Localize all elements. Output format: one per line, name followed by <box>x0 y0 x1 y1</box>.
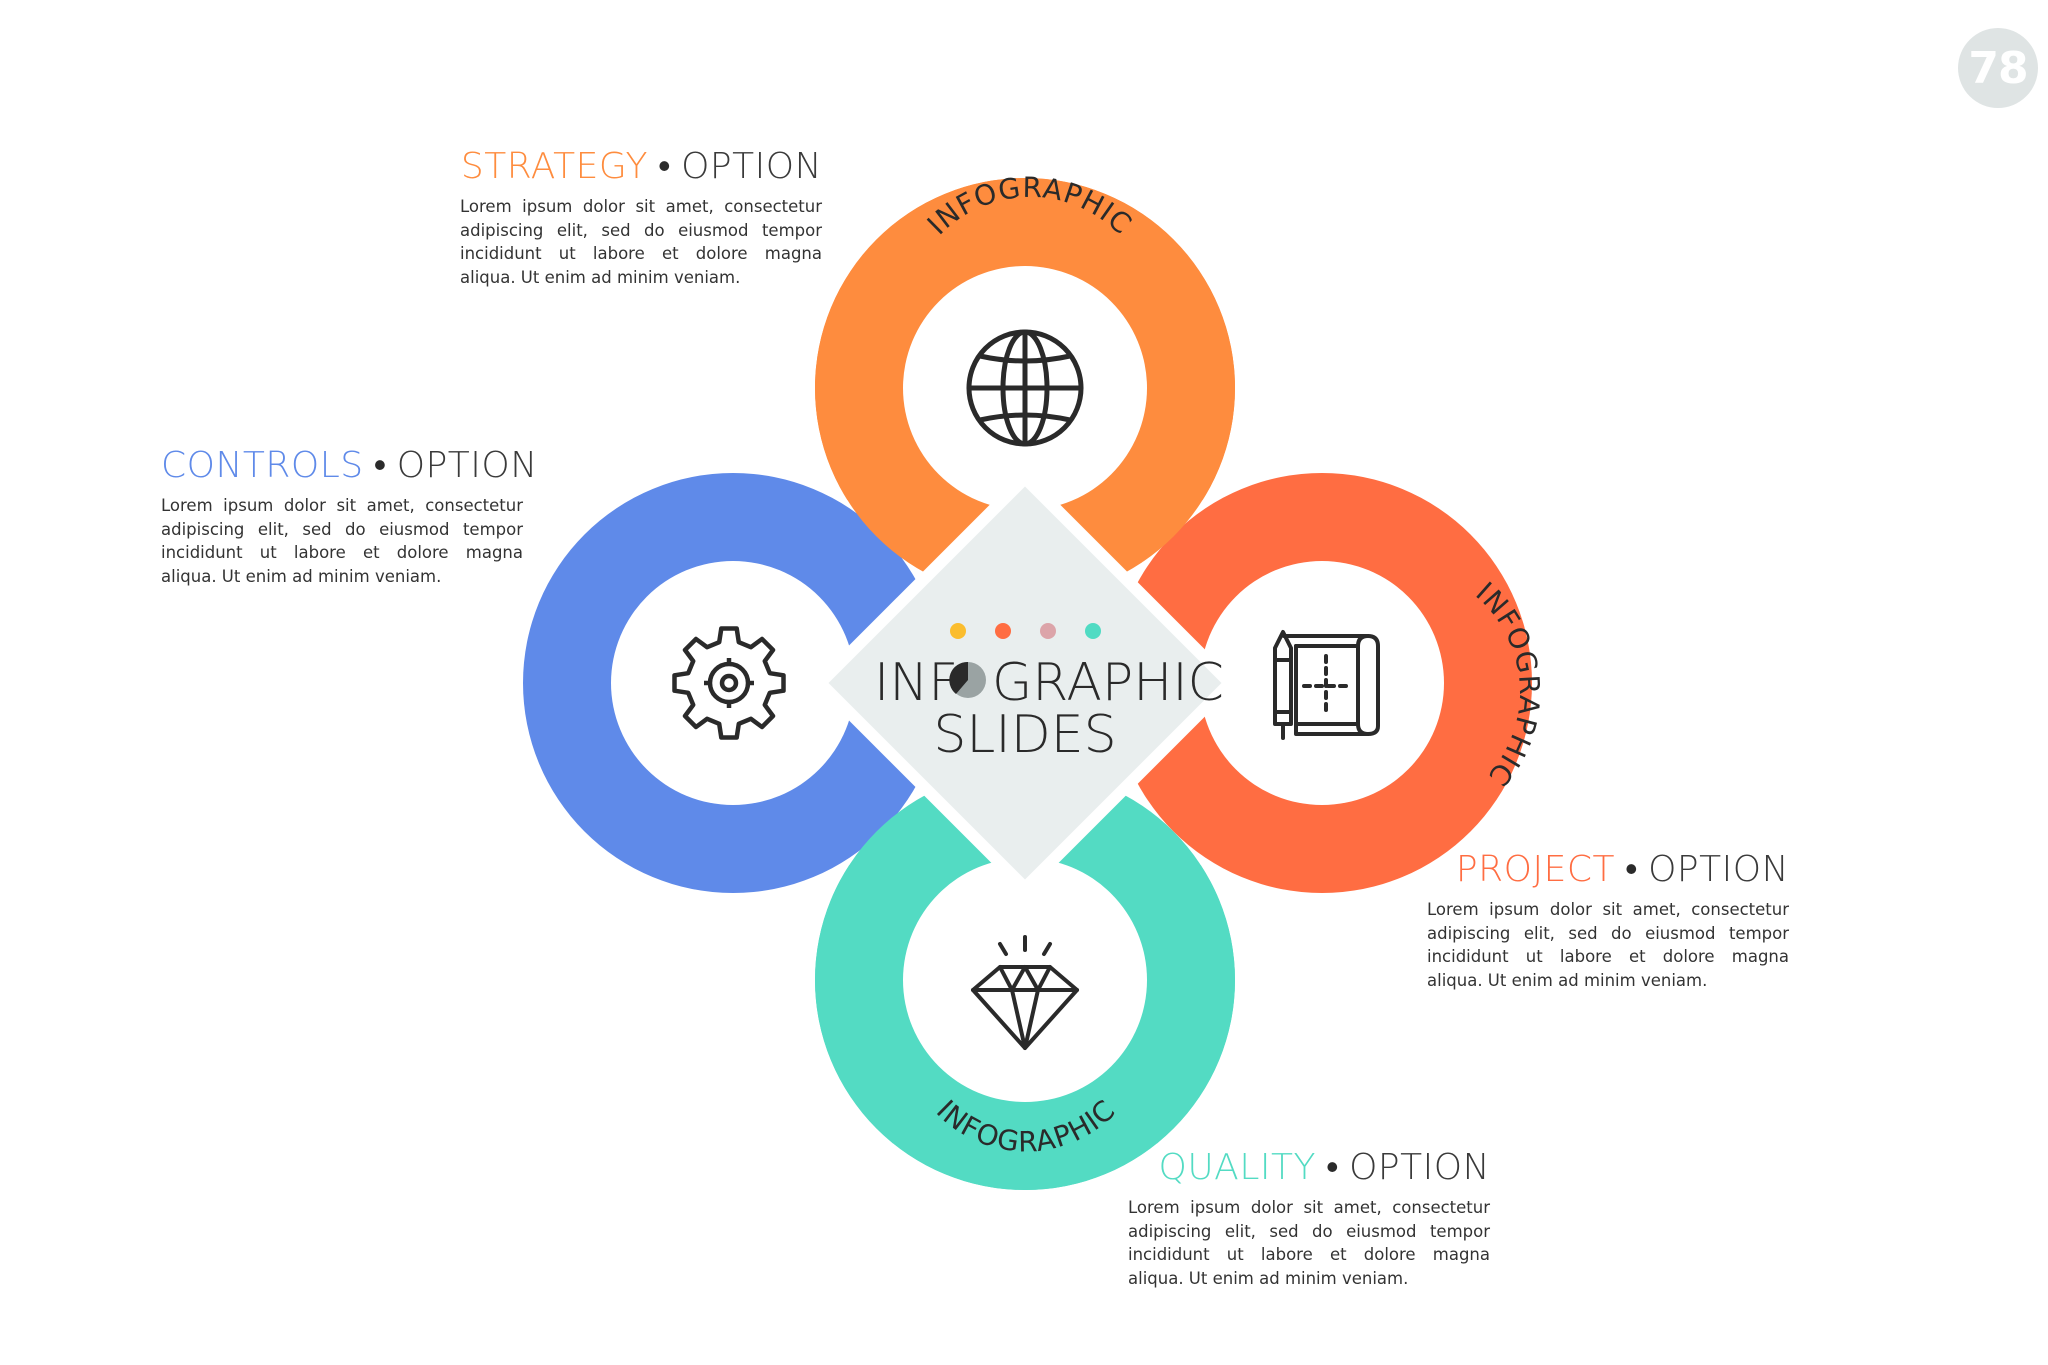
project-block: PROJECT•OPTION Lorem ipsum dolor sit ame… <box>1427 850 1789 992</box>
center-dot-pink <box>1040 623 1056 639</box>
quality-heading: QUALITY•OPTION <box>1128 1148 1490 1188</box>
quality-bullet: • <box>1325 1147 1340 1188</box>
globe-icon <box>966 329 1084 447</box>
quality-title: QUALITY <box>1158 1147 1316 1188</box>
right-ring <box>1112 473 1532 893</box>
strategy-title: STRATEGY <box>460 146 648 187</box>
gear-icon <box>672 626 786 740</box>
center-title-line2: SLIDES <box>933 705 1116 765</box>
project-body: Lorem ipsum dolor sit amet, consectetur … <box>1427 900 1789 990</box>
center-dot-teal <box>1085 623 1101 639</box>
center-dot-orange <box>995 623 1011 639</box>
strategy-option: OPTION <box>681 146 822 187</box>
left-ring-label: INFOGRAPHIC <box>452 591 534 807</box>
controls-title: CONTROLS <box>161 445 364 486</box>
strategy-bullet: • <box>657 146 672 187</box>
bottom-ring-overlay <box>815 865 1235 1190</box>
strategy-heading: STRATEGY•OPTION <box>460 147 822 187</box>
center-diamond <box>811 469 1239 897</box>
left-ring-inner <box>611 561 855 805</box>
controls-bullet: • <box>373 445 387 486</box>
center-dot-yellow <box>950 623 966 639</box>
right-ring-inner <box>1200 561 1444 805</box>
page-number: 78 <box>1968 42 2028 94</box>
quality-body: Lorem ipsum dolor sit amet, consectetur … <box>1128 1198 1490 1288</box>
blueprint-icon <box>1273 630 1380 740</box>
controls-block: CONTROLS•OPTION Lorem ipsum dolor sit am… <box>161 445 537 588</box>
quality-block: QUALITY•OPTION Lorem ipsum dolor sit ame… <box>1128 1148 1490 1290</box>
page-number-badge: 78 <box>1958 28 2038 108</box>
quality-option: OPTION <box>1349 1147 1490 1188</box>
controls-option: OPTION <box>396 445 538 486</box>
project-bullet: • <box>1624 849 1639 890</box>
project-heading: PROJECT•OPTION <box>1427 850 1789 890</box>
strategy-body: Lorem ipsum dolor sit amet, consectetur … <box>460 197 822 287</box>
center-title-line1-part1: INF <box>874 653 958 713</box>
center-title-line1-part2: GRAPHIC <box>992 653 1224 713</box>
controls-heading: CONTROLS•OPTION <box>161 445 537 486</box>
controls-body: Lorem ipsum dolor sit amet, consectetur … <box>161 496 523 586</box>
pie-chart-icon <box>949 661 986 698</box>
left-ring <box>523 473 943 893</box>
strategy-block: STRATEGY•OPTION Lorem ipsum dolor sit am… <box>460 147 822 289</box>
project-option: OPTION <box>1648 849 1789 890</box>
project-title: PROJECT <box>1455 849 1615 890</box>
diamond-icon <box>971 935 1079 1050</box>
